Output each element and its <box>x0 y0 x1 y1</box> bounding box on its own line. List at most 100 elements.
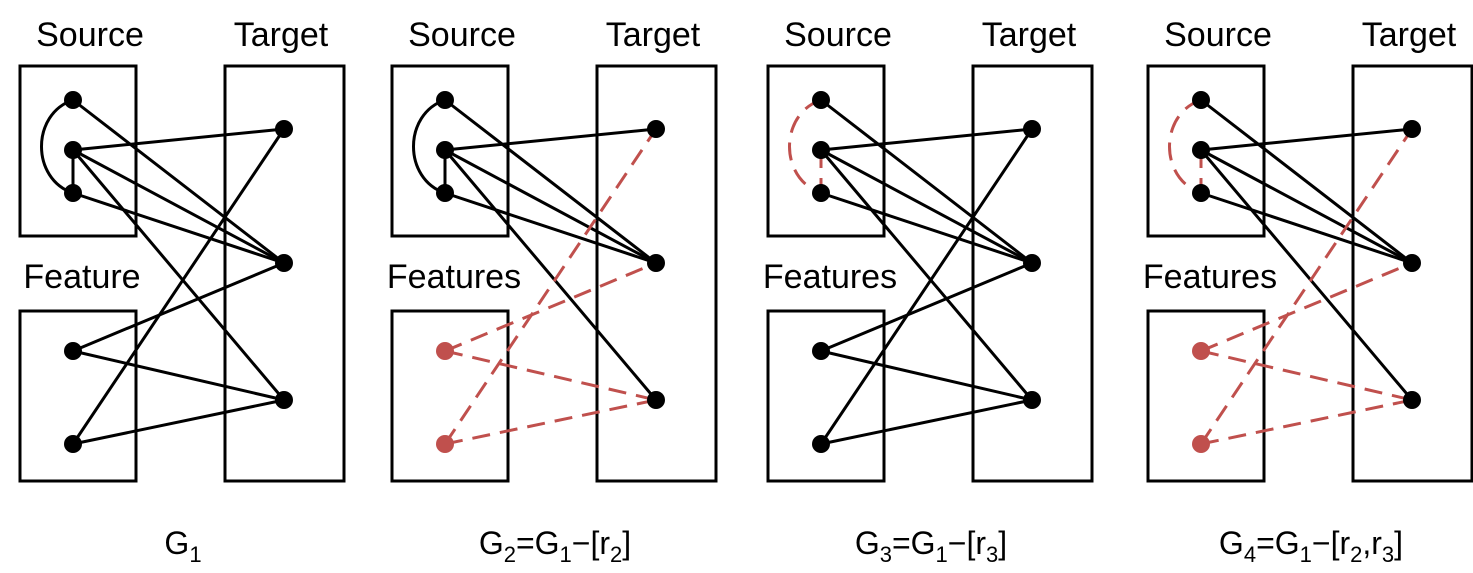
edge-f2-t1 <box>71 128 286 445</box>
edge-s1-s3 <box>1168 98 1202 195</box>
source-label: Source <box>1164 16 1272 54</box>
edge-s2-t3 <box>71 149 286 401</box>
edge-s3-t2 <box>1200 191 1413 265</box>
node-f2 <box>64 435 82 453</box>
edge-s2-t2 <box>820 148 1033 265</box>
edge-f1-t3 <box>444 349 657 402</box>
node-s2 <box>436 141 454 159</box>
source-box <box>390 64 510 238</box>
feature-label: Features <box>763 258 897 296</box>
edge-s1-t2 <box>444 98 657 265</box>
panel-caption: G3=G1−[r3] <box>855 525 1007 567</box>
panel-caption: G1 <box>164 525 201 567</box>
node-s2 <box>64 141 82 159</box>
edge-f2-t1 <box>819 128 1034 445</box>
node-s1 <box>64 91 82 109</box>
source-box <box>766 64 886 238</box>
node-t1 <box>275 120 293 138</box>
edge-s1-t2 <box>1200 98 1413 265</box>
node-s2 <box>812 141 830 159</box>
panel-caption: G2=G1−[r2] <box>479 525 631 567</box>
feature-label: Features <box>1143 258 1277 296</box>
node-t2 <box>275 254 293 272</box>
feature-box <box>766 309 886 483</box>
feature-box <box>1146 309 1266 483</box>
node-s3 <box>64 184 82 202</box>
node-t1 <box>1403 120 1421 138</box>
node-s3 <box>812 184 830 202</box>
panel-caption: G4=G1−[r2,r3] <box>1219 525 1403 567</box>
target-box <box>971 64 1094 483</box>
edge-f2-t3 <box>1200 398 1413 446</box>
edge-s2-t1 <box>444 127 657 152</box>
edge-f2-t3 <box>820 398 1033 446</box>
node-t2 <box>1023 254 1041 272</box>
node-t3 <box>647 391 665 409</box>
edge-s3-t2 <box>72 191 285 265</box>
node-f1 <box>436 342 454 360</box>
edge-s2-t3 <box>1199 149 1414 401</box>
edge-s1-t2 <box>820 98 1033 265</box>
node-t1 <box>647 120 665 138</box>
edge-s2-t1 <box>820 127 1033 152</box>
source-box <box>18 64 138 238</box>
target-label: Target <box>606 16 701 54</box>
edge-s1-t2 <box>72 98 285 265</box>
node-s2 <box>1192 141 1210 159</box>
node-s1 <box>1192 91 1210 109</box>
node-f1 <box>812 342 830 360</box>
node-t3 <box>1023 391 1041 409</box>
node-s1 <box>812 91 830 109</box>
feature-box <box>18 309 138 483</box>
target-box <box>223 64 346 483</box>
edge-f1-t2 <box>72 261 285 353</box>
node-t2 <box>647 254 665 272</box>
edge-f2-t1 <box>443 128 658 445</box>
feature-box <box>390 309 510 483</box>
edge-s1-s3 <box>412 98 446 195</box>
edge-s1-s3 <box>40 98 74 195</box>
edge-s2-t2 <box>444 148 657 265</box>
node-s1 <box>436 91 454 109</box>
edge-s2-t3 <box>443 149 658 401</box>
edge-s2-t2 <box>1200 148 1413 265</box>
node-f2 <box>812 435 830 453</box>
edge-f1-t3 <box>1200 349 1413 402</box>
source-label: Source <box>408 16 516 54</box>
edge-s2-t1 <box>72 127 285 152</box>
edge-s2-t2 <box>72 148 285 265</box>
target-box <box>595 64 718 483</box>
feature-label: Feature <box>23 258 140 296</box>
target-label: Target <box>234 16 329 54</box>
edge-f2-t1 <box>1199 128 1414 445</box>
node-f2 <box>436 435 454 453</box>
edge-f1-t3 <box>72 349 285 402</box>
edge-s2-t1 <box>1200 127 1413 152</box>
node-s3 <box>436 184 454 202</box>
node-t1 <box>1023 120 1041 138</box>
node-f2 <box>1192 435 1210 453</box>
target-label: Target <box>1362 16 1457 54</box>
edge-s1-s3 <box>788 98 822 195</box>
edge-f1-t2 <box>444 261 657 353</box>
source-label: Source <box>36 16 144 54</box>
node-t3 <box>275 391 293 409</box>
edge-f2-t3 <box>72 398 285 446</box>
edge-f2-t3 <box>444 398 657 446</box>
edge-f1-t2 <box>820 261 1033 353</box>
source-box <box>1146 64 1266 238</box>
edge-f1-t2 <box>1200 261 1413 353</box>
node-f1 <box>64 342 82 360</box>
edge-s3-t2 <box>820 191 1033 265</box>
target-box <box>1351 64 1473 483</box>
node-s3 <box>1192 184 1210 202</box>
target-label: Target <box>982 16 1077 54</box>
node-t3 <box>1403 391 1421 409</box>
node-t2 <box>1403 254 1421 272</box>
edge-s2-t3 <box>819 149 1034 401</box>
